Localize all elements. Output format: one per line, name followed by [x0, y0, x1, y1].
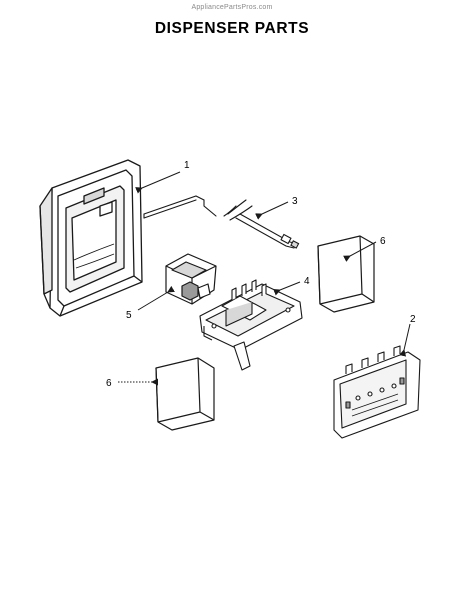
part-6-lower-panel	[155, 357, 215, 431]
part-6-upper-panel	[317, 235, 375, 313]
leader-lines	[118, 171, 411, 386]
callout-6-upper: 6	[380, 236, 386, 247]
leader-line-3	[255, 201, 289, 220]
part-1-dispenser-housing	[39, 159, 143, 317]
leader-line-6-upper	[343, 241, 377, 262]
callout-4: 4	[304, 276, 310, 287]
callout-5: 5	[126, 310, 132, 321]
leader-line-1	[135, 171, 181, 194]
watermark-text: AppliancePartsPros.com	[191, 4, 273, 11]
part-5-actuator-module	[165, 253, 217, 305]
part-2-control-panel	[333, 345, 421, 439]
page-title: DISPENSER PARTS	[154, 20, 310, 37]
callout-1: 1	[184, 160, 190, 171]
leader-line-5	[137, 285, 175, 311]
callout-6-lower: 6	[106, 378, 112, 389]
leader-line-4	[273, 281, 301, 296]
leader-line-2	[399, 323, 411, 357]
callout-3: 3	[292, 196, 298, 207]
callout-2: 2	[410, 314, 416, 325]
part-4-control-bracket	[199, 279, 303, 371]
part-3-heater-wire	[143, 195, 300, 249]
